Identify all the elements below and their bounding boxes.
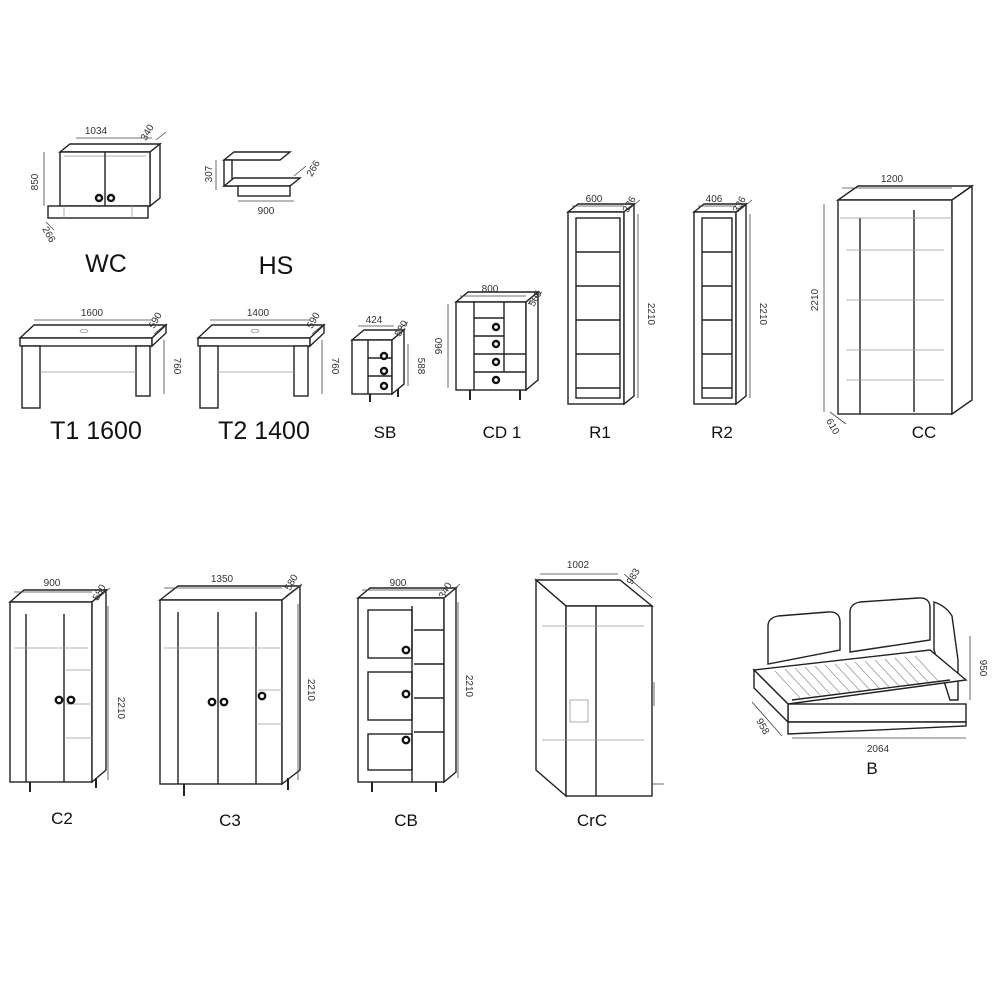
item-label-cc: CC	[911, 423, 937, 442]
knob-icon	[401, 735, 411, 745]
dim-label: 1400	[247, 308, 270, 319]
item-label-cd1: CD 1	[482, 423, 522, 442]
item-t2	[196, 319, 326, 409]
knob-icon	[106, 193, 116, 203]
dim-label: 760	[329, 358, 340, 375]
item-c3	[157, 583, 303, 796]
item-r1	[566, 199, 641, 406]
dim-label: 336	[621, 194, 639, 214]
item-crc	[534, 573, 664, 798]
item-hs	[215, 151, 307, 202]
item-label-sb: SB	[373, 423, 397, 442]
dim-label: 424	[366, 315, 383, 326]
knob-icon	[491, 357, 501, 367]
item-label-r1: R1	[589, 423, 611, 442]
dim-label: 307	[204, 165, 215, 182]
item-label-r2: R2	[711, 423, 733, 442]
knob-icon	[379, 381, 389, 391]
item-cc	[823, 184, 975, 425]
item-label-t2: T2 1400	[218, 417, 310, 445]
knob-icon	[379, 366, 389, 376]
dim-label: 800	[482, 284, 499, 295]
knob-icon	[401, 645, 411, 655]
knob-icon	[219, 697, 229, 707]
dim-label: 340	[139, 122, 157, 142]
dim-label: 1200	[881, 174, 904, 185]
knob-icon	[66, 695, 76, 705]
dim-label: 1034	[85, 126, 108, 137]
dim-label: 1600	[81, 308, 104, 319]
dim-label: 900	[258, 206, 275, 217]
dim-label: 2064	[867, 744, 890, 755]
item-cb	[356, 583, 461, 792]
dim-label: 760	[171, 358, 182, 375]
dim-label: 2210	[305, 679, 316, 702]
dim-label: 610	[823, 417, 841, 437]
item-label-crc: CrC	[576, 811, 608, 830]
item-r2	[692, 199, 753, 406]
dim-label: 1350	[211, 574, 234, 585]
item-c2	[8, 587, 111, 792]
knob-icon	[491, 339, 501, 349]
dim-label: 520	[393, 318, 411, 338]
item-cd1	[447, 290, 543, 400]
dim-label: 1002	[567, 560, 590, 571]
knob-icon	[207, 697, 217, 707]
dim-label: 2210	[757, 303, 768, 326]
dim-label: 900	[44, 578, 61, 589]
knob-icon	[54, 695, 64, 705]
item-label-hs: HS	[258, 252, 294, 280]
dim-label: 2210	[645, 303, 656, 326]
dim-label: 2210	[115, 697, 126, 720]
dim-label: 900	[390, 578, 407, 589]
dim-label: 266	[39, 225, 57, 245]
item-label-c2: C2	[51, 809, 73, 828]
knob-icon	[257, 691, 267, 701]
knob-icon	[94, 193, 104, 203]
dim-label: 983	[625, 566, 643, 586]
item-label-c3: C3	[219, 811, 241, 830]
item-label-cb: CB	[394, 811, 418, 830]
dim-label: 2210	[810, 288, 821, 311]
dim-label: 850	[30, 173, 41, 190]
knob-icon	[379, 351, 389, 361]
item-b	[751, 597, 971, 739]
dim-label: 406	[706, 194, 723, 205]
dim-label: 950	[977, 660, 988, 677]
knob-icon	[491, 375, 501, 385]
item-label-t1: T1 1600	[50, 417, 142, 445]
dim-label: 958	[753, 717, 771, 737]
dim-label: 2210	[463, 675, 474, 698]
knob-icon	[491, 322, 501, 332]
item-label-wc: WC	[85, 250, 127, 278]
dim-label: 600	[586, 194, 603, 205]
item-t1	[18, 319, 168, 409]
dim-label: 266	[305, 158, 323, 178]
knob-icon	[401, 689, 411, 699]
dim-label: 588	[415, 358, 426, 375]
item-wc	[43, 131, 167, 231]
item-sb	[350, 321, 409, 402]
item-label-b: B	[866, 759, 878, 778]
dim-label: 960	[434, 337, 445, 354]
